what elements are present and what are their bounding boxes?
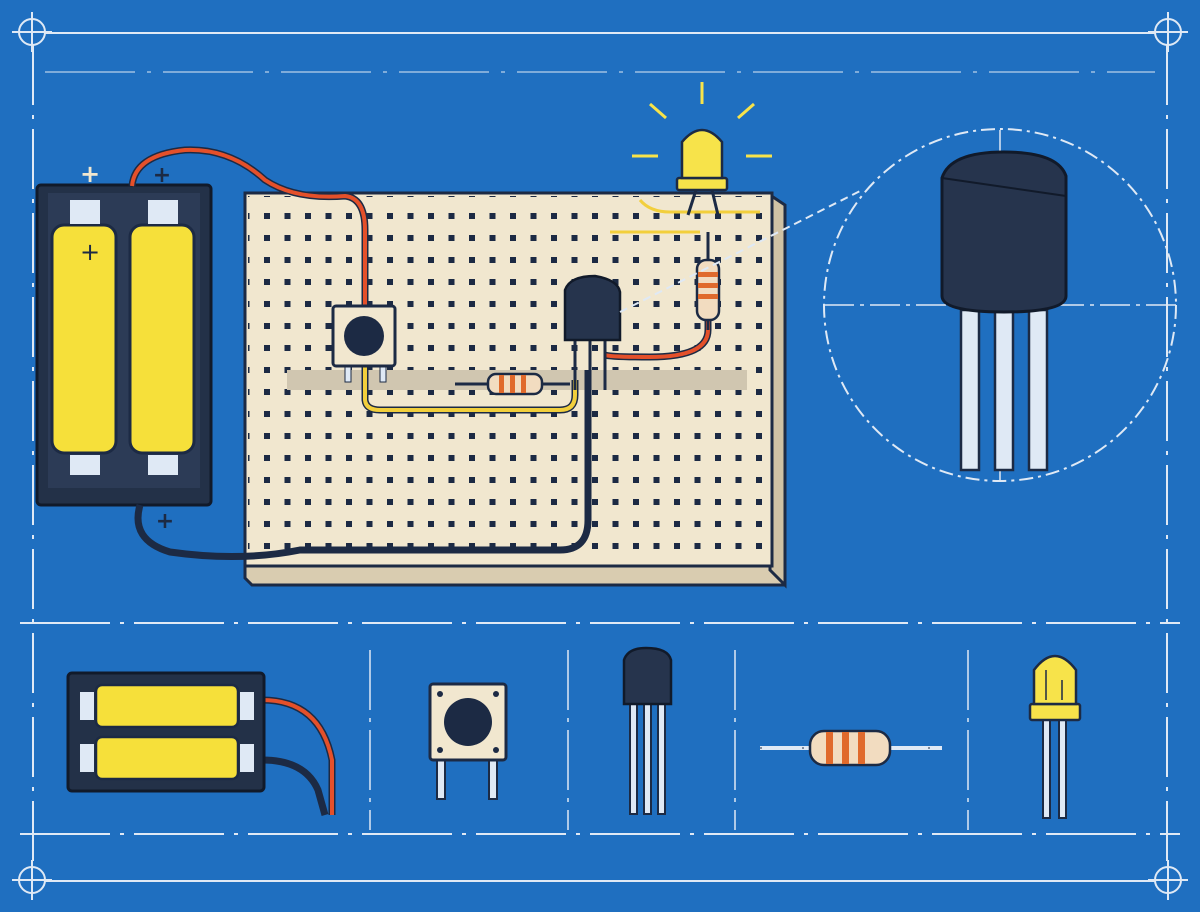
led-icon [1028,654,1082,819]
blueprint-frame [20,32,1180,882]
wire-yellow-base [361,360,579,414]
transistor-icon [622,646,673,815]
battery-plus-label-right: + [153,163,171,188]
battery-cell-plus-label: + [80,238,100,266]
registration-mark-top-right-icon [1148,12,1188,52]
registration-mark-top-left-icon [12,12,52,52]
wire-yellow-led [610,198,760,234]
resistor-board-horizontal [455,372,570,396]
transistor-board [563,274,622,392]
led-glow-rays [632,82,772,158]
registration-mark-bottom-left-icon [12,860,52,900]
battery-cell-right [128,223,196,455]
push-button-icon [428,682,508,800]
battery-plus-label-left: + [80,160,100,188]
resistor-icon [760,729,942,767]
wire-navy-ground [134,370,592,561]
wire-red-battery [128,146,369,318]
battery-cell-left [50,223,118,455]
resistor-board-vertical [695,232,721,330]
wire-red-collector [603,320,712,361]
registration-mark-bottom-right-icon [1148,860,1188,900]
battery-holder-main: + + + + [35,160,213,534]
battery-minus-label: + [156,509,174,534]
led-board [632,82,772,216]
battery-holder-icon [66,671,336,816]
push-button-board [331,304,397,383]
transistor-zoom-callout [619,128,1177,482]
